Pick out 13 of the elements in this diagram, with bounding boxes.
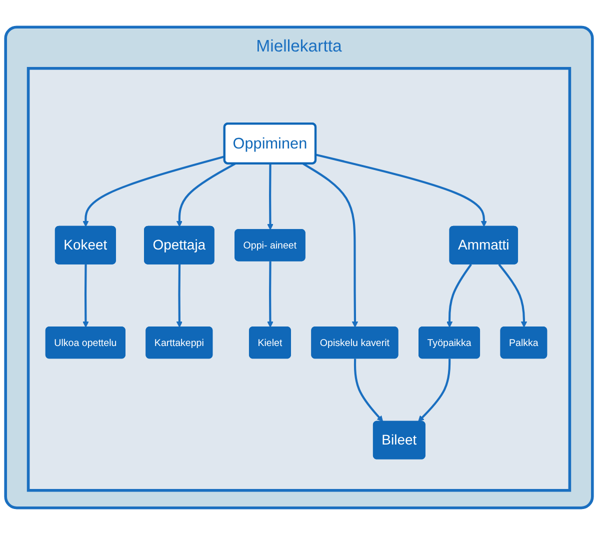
arrow <box>176 264 183 328</box>
arrow <box>302 162 358 328</box>
arrow <box>82 264 89 328</box>
arrow <box>267 261 274 328</box>
arrow <box>176 162 236 227</box>
arrow <box>446 264 472 328</box>
arrow <box>354 358 384 422</box>
arrow <box>498 264 528 328</box>
arrow <box>267 164 274 230</box>
cluster <box>26 66 572 492</box>
arrow <box>418 358 451 422</box>
arrow <box>316 154 488 227</box>
arrow <box>82 156 226 227</box>
